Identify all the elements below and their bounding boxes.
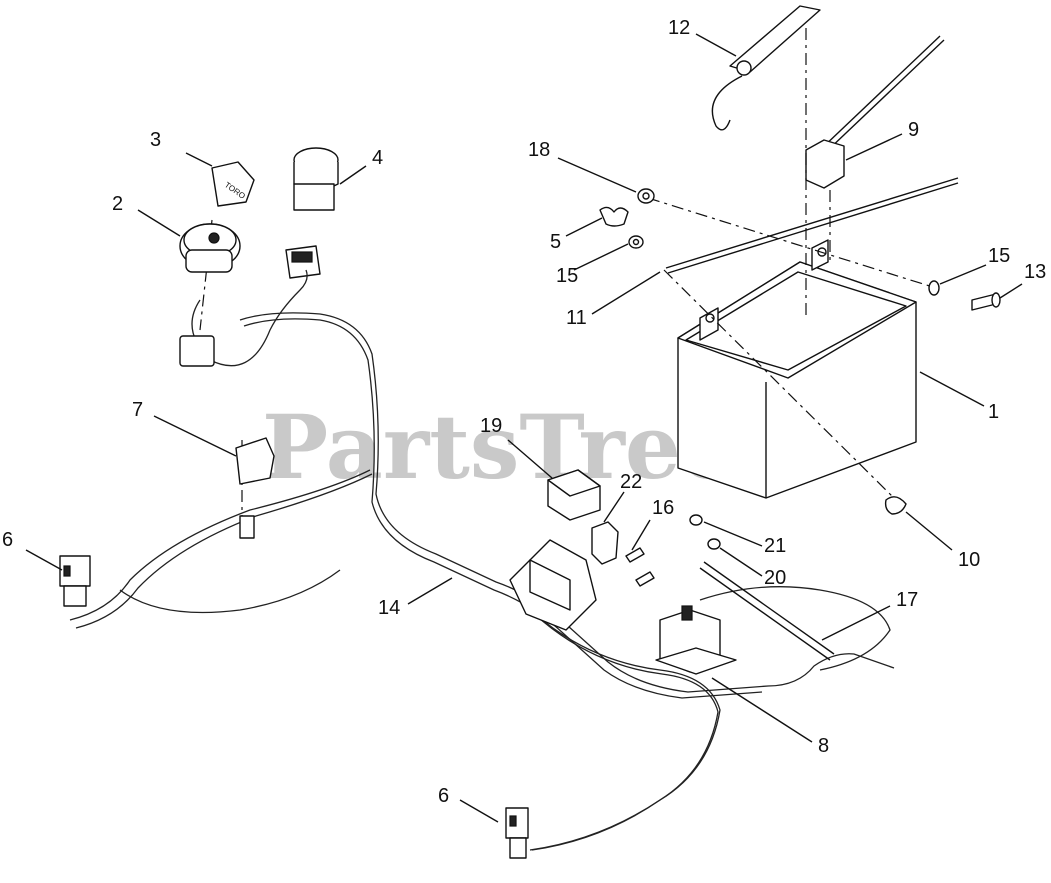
callout-17[interactable]: 17	[896, 589, 918, 611]
terminal-cap-10[interactable]	[884, 496, 907, 515]
leader-line	[565, 217, 603, 237]
callout-9[interactable]: 9	[908, 119, 919, 141]
wiring-harness[interactable]	[69, 269, 895, 851]
ignition-switch[interactable]	[179, 223, 241, 273]
bolt-13[interactable]	[971, 292, 1001, 311]
callout-4[interactable]: 4	[372, 147, 383, 169]
battery-cable-upper[interactable]	[805, 35, 945, 189]
leader-line	[845, 133, 903, 161]
wing-nut-5[interactable]	[599, 206, 629, 227]
callout-13[interactable]: 13	[1024, 261, 1046, 283]
leader-line	[905, 511, 953, 551]
leader-line	[711, 677, 813, 743]
callout-15-left[interactable]: 15	[556, 265, 578, 287]
leader-line	[557, 157, 637, 193]
nut-21[interactable]	[689, 514, 703, 526]
safety-switch-left[interactable]	[59, 555, 91, 607]
callout-19[interactable]: 19	[480, 415, 502, 437]
callout-7[interactable]: 7	[132, 399, 143, 421]
callout-16[interactable]: 16	[652, 497, 674, 519]
battery-hold-down[interactable]	[665, 177, 959, 274]
safety-switch-bottom[interactable]	[505, 807, 529, 859]
leader-line	[459, 799, 499, 823]
callout-22[interactable]: 22	[620, 471, 642, 493]
assembly-line	[647, 197, 937, 289]
callout-1[interactable]: 1	[988, 401, 999, 423]
callout-6-left[interactable]: 6	[2, 529, 13, 551]
connector-block[interactable]	[285, 245, 321, 279]
bolt-20[interactable]	[707, 538, 721, 550]
relay[interactable]	[547, 469, 601, 521]
ignition-key[interactable]: TORO	[211, 161, 255, 207]
leader-line	[407, 577, 453, 605]
leader-line	[999, 283, 1023, 299]
leader-line	[185, 152, 213, 167]
leader-line	[339, 165, 367, 185]
strap-with-hook[interactable]	[711, 5, 821, 131]
callout-6-bottom[interactable]: 6	[438, 785, 449, 807]
callout-3[interactable]: 3	[150, 129, 161, 151]
callout-8[interactable]: 8	[818, 735, 829, 757]
callout-21[interactable]: 21	[764, 535, 786, 557]
leader-line	[821, 605, 891, 641]
mounting-bracket[interactable]	[509, 539, 597, 631]
leader-line	[695, 33, 737, 57]
callout-20[interactable]: 20	[764, 567, 786, 589]
assembly-line	[663, 269, 897, 501]
connector-22[interactable]	[591, 521, 619, 565]
callout-18[interactable]: 18	[528, 139, 550, 161]
battery[interactable]	[677, 239, 917, 499]
leader-line	[719, 547, 763, 577]
leader-line	[919, 371, 985, 407]
watermark-text: PartsTree	[262, 395, 737, 499]
callout-11[interactable]: 11	[566, 307, 587, 329]
callout-10[interactable]: 10	[958, 549, 980, 571]
callout-2[interactable]: 2	[112, 193, 123, 215]
callout-14[interactable]: 14	[378, 597, 400, 619]
washer-15-left[interactable]	[628, 235, 644, 249]
leader-line	[603, 491, 625, 523]
starter-solenoid[interactable]	[655, 605, 737, 675]
leader-line	[137, 209, 181, 237]
callout-12[interactable]: 12	[668, 17, 690, 39]
leader-line	[939, 264, 987, 285]
leader-line	[573, 243, 629, 271]
plug-7[interactable]	[235, 437, 275, 539]
leader-line	[153, 415, 237, 457]
nut-18[interactable]	[637, 188, 655, 204]
leader-line	[591, 271, 661, 315]
callout-5[interactable]: 5	[550, 231, 561, 253]
callout-15-right[interactable]: 15	[988, 245, 1010, 267]
bolt-16[interactable]	[625, 547, 655, 587]
leader-line	[631, 519, 651, 551]
leader-line	[25, 549, 63, 571]
leader-line	[703, 521, 763, 547]
leader-line	[507, 439, 553, 479]
battery-cable-17[interactable]	[699, 561, 835, 661]
push-switch[interactable]	[293, 147, 339, 211]
washer-15-right[interactable]	[928, 280, 940, 296]
